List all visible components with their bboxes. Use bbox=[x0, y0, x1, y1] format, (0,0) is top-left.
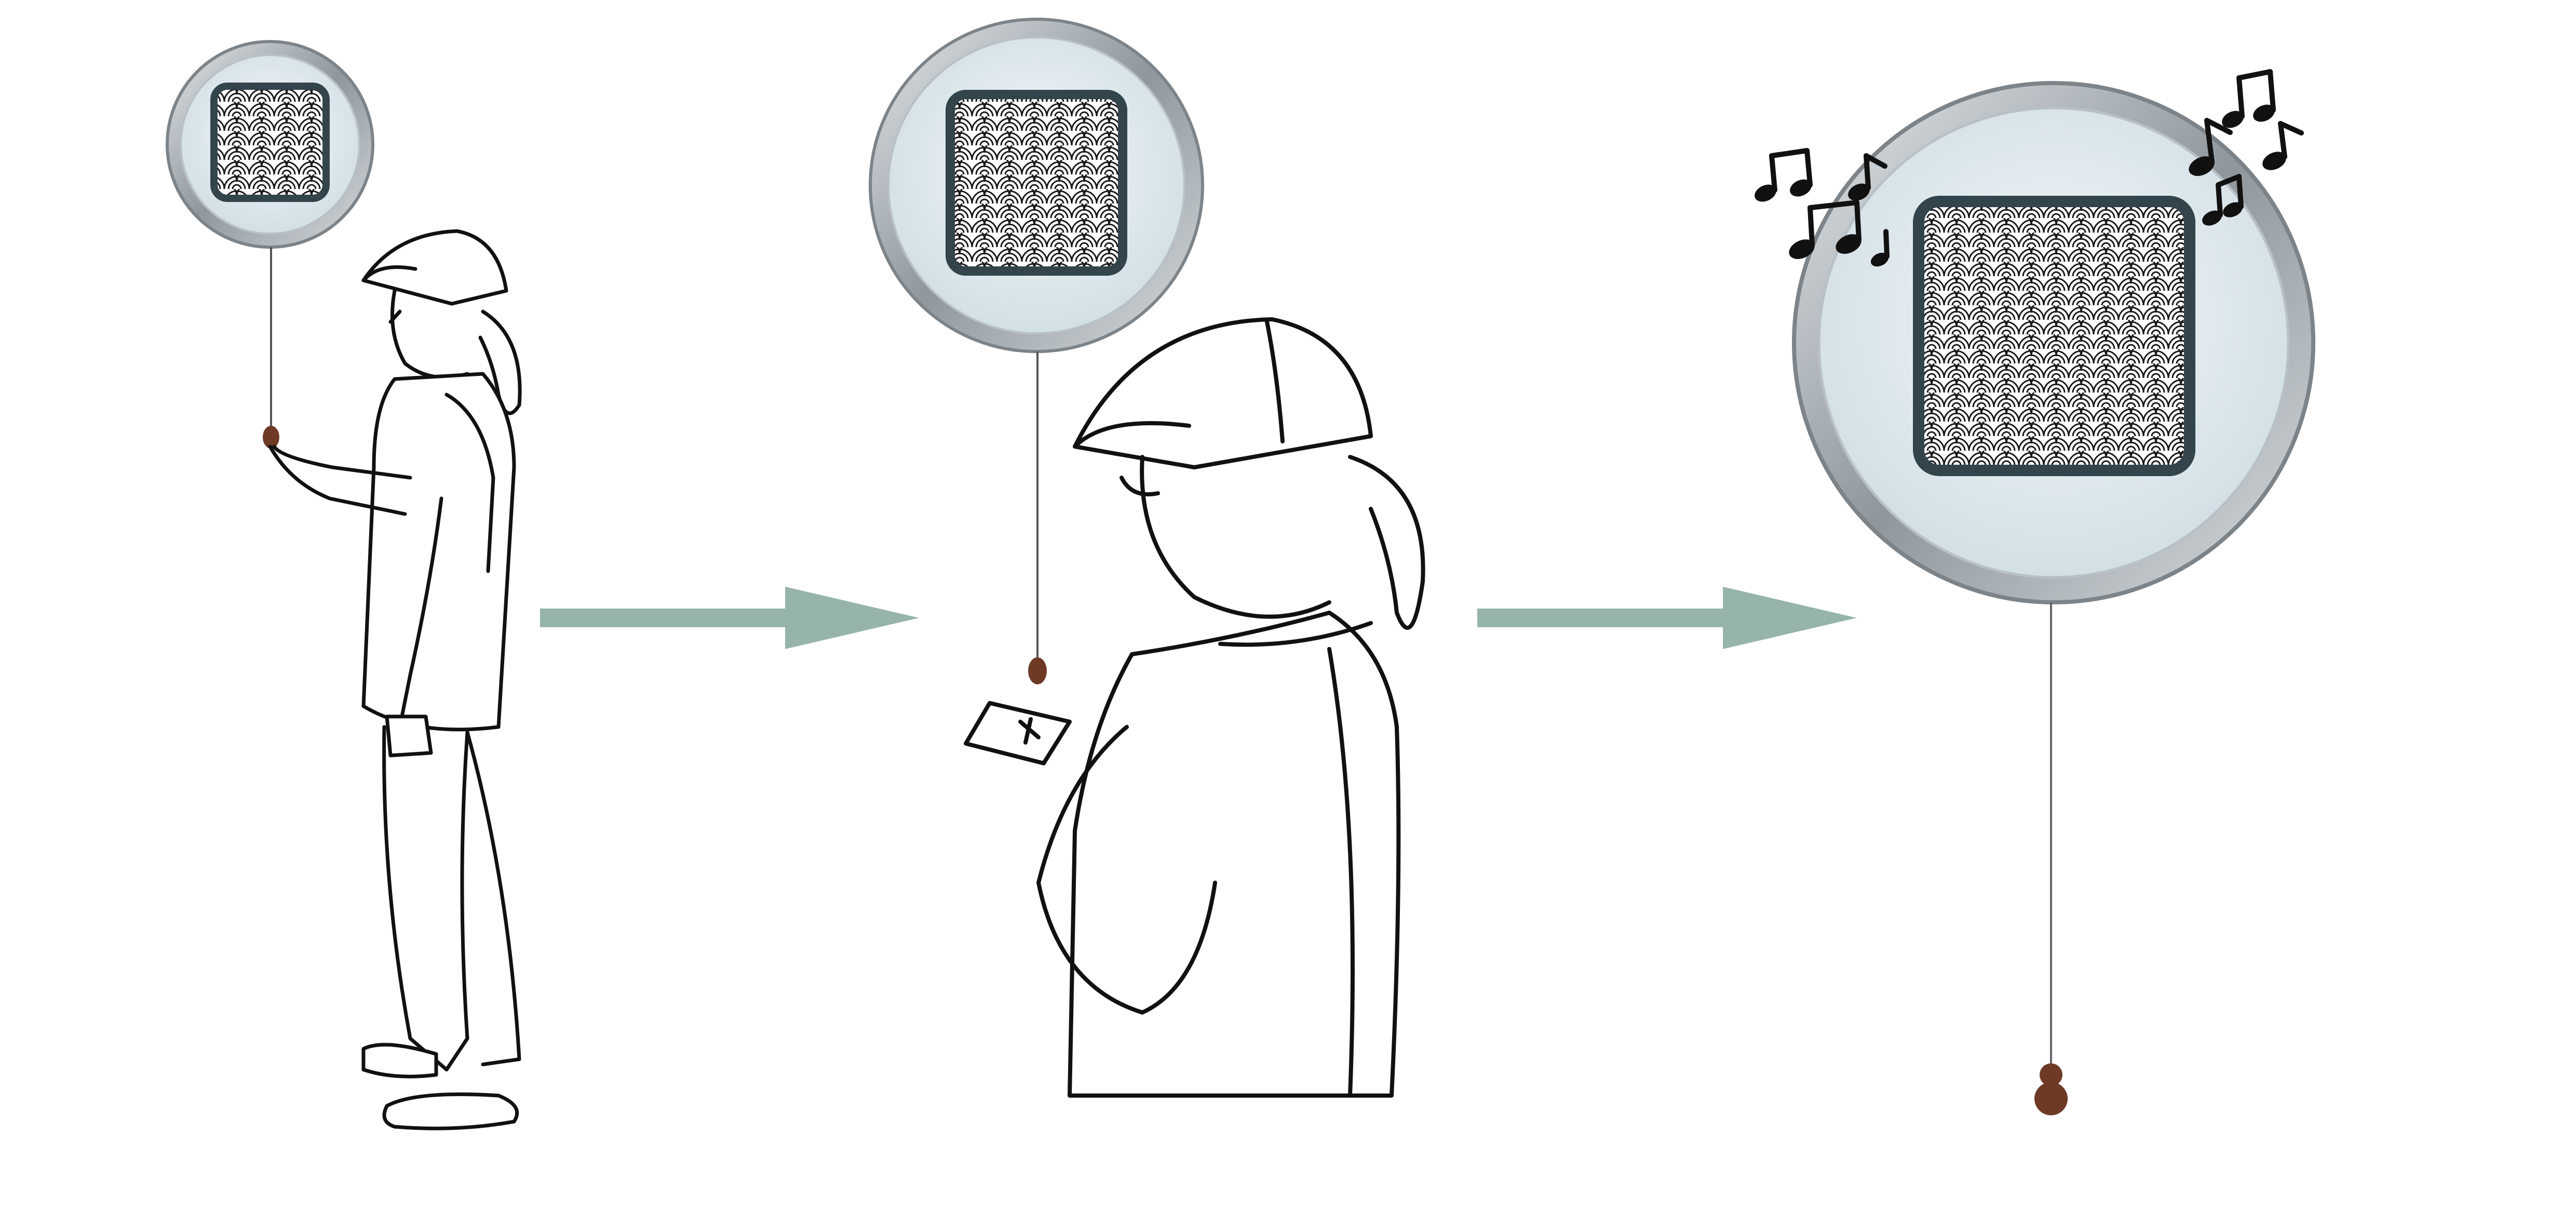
standing-person-illustration bbox=[268, 229, 522, 1130]
arrow-right-icon bbox=[540, 587, 919, 649]
arrow-right-icon bbox=[1477, 587, 1857, 649]
music-notes-icon bbox=[1755, 69, 2304, 267]
step-3-large-speaker-scene bbox=[1755, 69, 2315, 1115]
speaker-icon bbox=[1792, 81, 2315, 604]
step-1-small-speaker-scene bbox=[166, 40, 522, 1130]
person-using-phone-illustration bbox=[964, 317, 1425, 1098]
speaker-icon bbox=[166, 40, 374, 249]
step-2-medium-speaker-scene bbox=[869, 18, 1425, 1098]
pull-cord-icon bbox=[263, 247, 279, 449]
pull-cord-icon bbox=[1028, 352, 1047, 684]
pull-cord-icon bbox=[2034, 602, 2068, 1115]
speaker-icon bbox=[869, 18, 1204, 353]
